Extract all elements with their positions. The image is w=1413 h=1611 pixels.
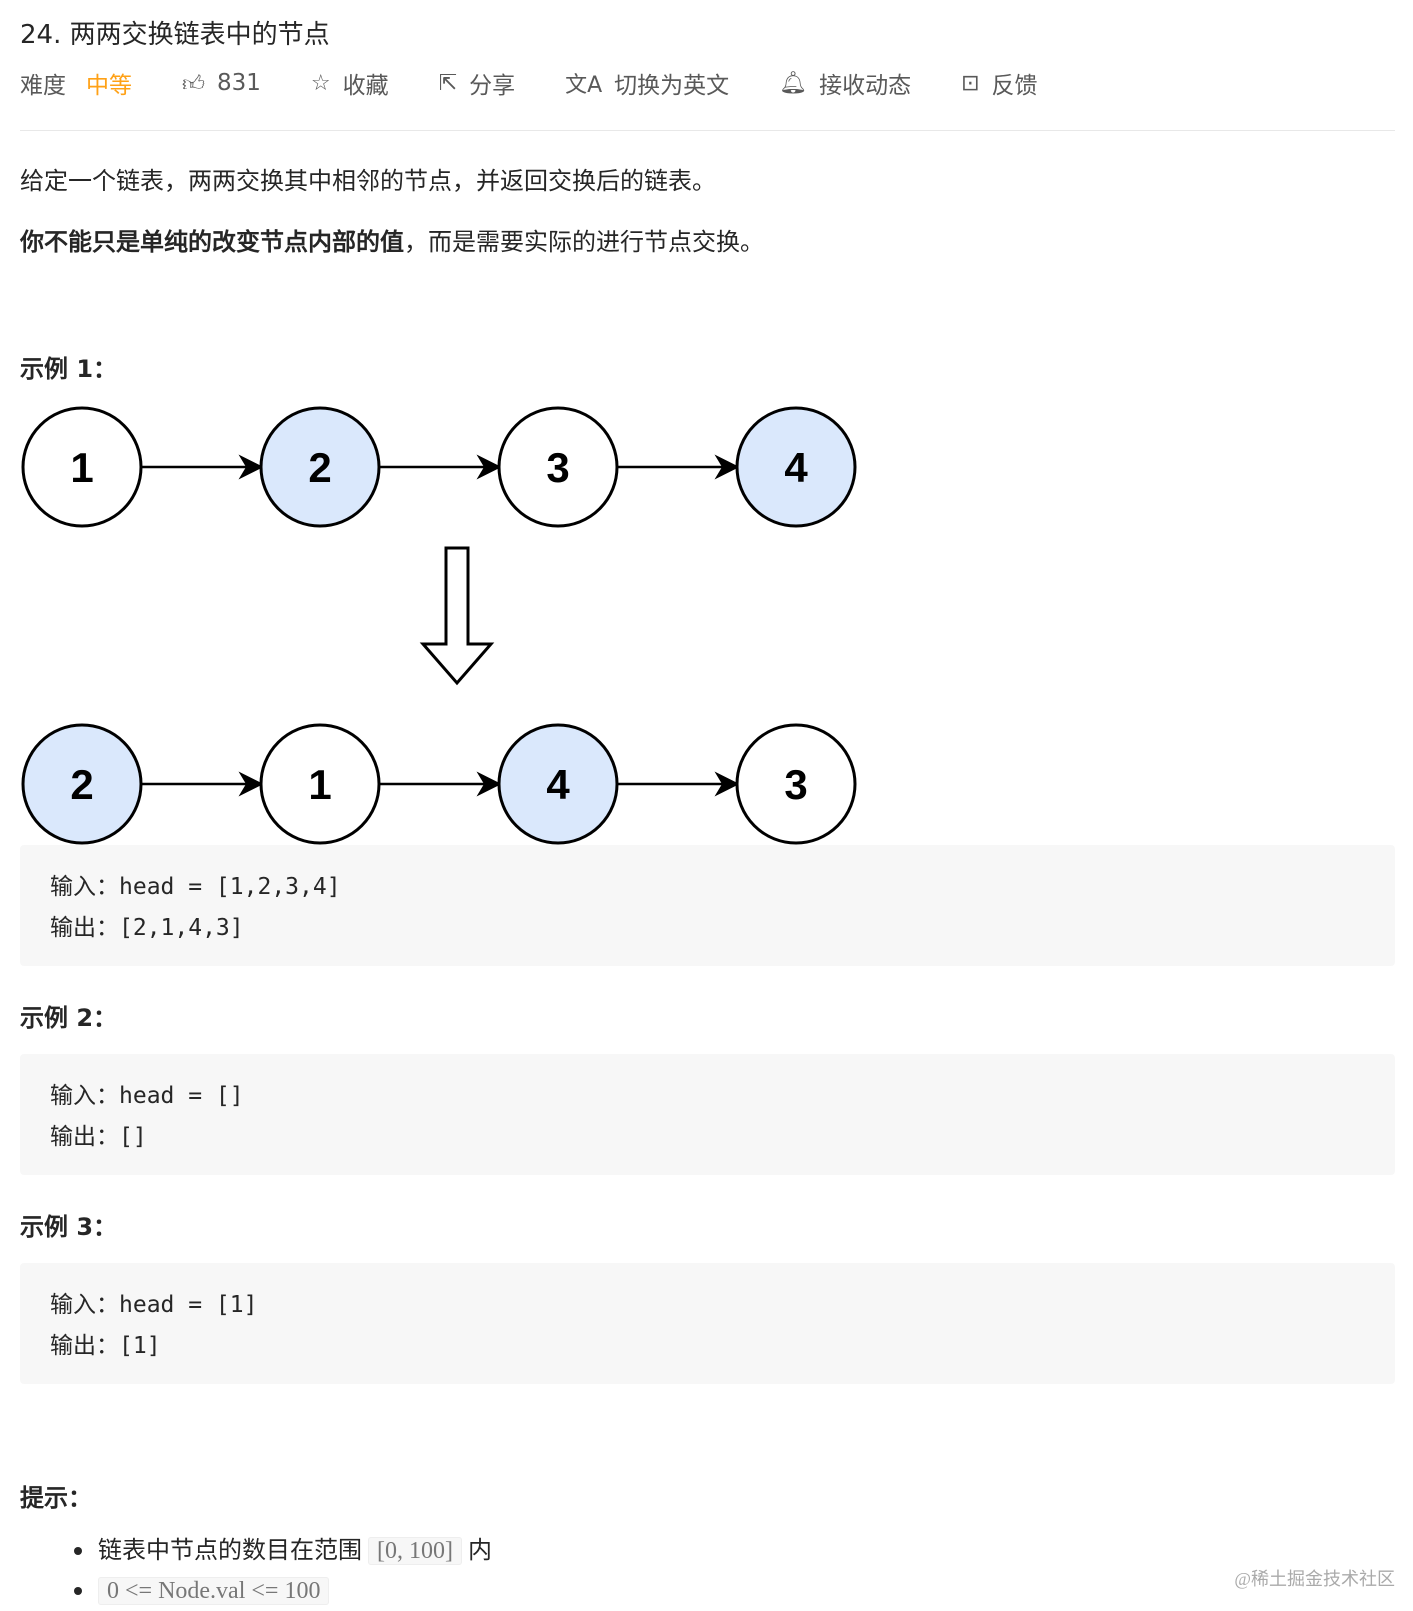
before-node: [497, 406, 619, 528]
example-1-input: 输入：head = [1,2,3,4]: [50, 874, 341, 900]
example-2-heading: 示例 2：: [20, 1004, 118, 1032]
example-3-heading: 示例 3：: [20, 1213, 118, 1241]
tip-text: 内: [467, 1536, 492, 1564]
favorite-label: 收藏: [342, 73, 389, 99]
divider: [20, 130, 1395, 131]
share-icon: ⇱: [438, 70, 458, 96]
before-node-label: 1: [70, 444, 93, 491]
example-1-code: 输入：head = [1,2,3,4] 输出：[2,1,4,3]: [20, 845, 1395, 966]
difficulty-label: 难度: [20, 73, 66, 99]
tip-code: [0, 100]: [368, 1537, 462, 1565]
switch-language-button[interactable]: 文A 切换为英文: [565, 66, 729, 100]
description-paragraph-1: 给定一个链表，两两交换其中相邻的节点，并返回交换后的链表。: [20, 167, 716, 195]
example-3-code: 输入：head = [1] 输出：[1]: [20, 1263, 1395, 1384]
example-3-output: 输出：[1]: [50, 1333, 161, 1359]
subscribe-label: 接收动态: [819, 73, 912, 99]
linked-list-diagram: 1 2 3 4 2 1 4 3: [21, 406, 857, 845]
after-node-label: 4: [546, 761, 570, 808]
like-button[interactable]: 👍︎ 831: [182, 70, 261, 97]
example-2-output: 输出：[]: [50, 1124, 147, 1150]
description-rest: ，而是需要实际的进行节点交换。: [404, 228, 764, 256]
difficulty: 难度 中等: [20, 66, 132, 100]
after-node: [735, 723, 857, 845]
like-count: 831: [217, 70, 261, 96]
feedback-button[interactable]: ⊡ 反馈: [961, 66, 1037, 100]
watermark: @稀土掘金技术社区: [1234, 1569, 1395, 1589]
tip-text: 链表中节点的数目在范围: [98, 1536, 362, 1564]
before-node: [259, 406, 381, 528]
feedback-label: 反馈: [991, 73, 1038, 99]
tips-heading: 提示：: [20, 1484, 92, 1512]
tip-code: 0 <= Node.val <= 100: [98, 1577, 330, 1605]
subscribe-button[interactable]: 🔔︎ 接收动态: [779, 66, 911, 100]
after-node-label: 3: [784, 761, 807, 808]
before-node-label: 3: [546, 444, 569, 491]
before-node: [21, 406, 143, 528]
example-2-code: 输入：head = [] 输出：[]: [20, 1054, 1395, 1175]
tips-list: 链表中节点的数目在范围[0, 100]内 0 <= Node.val <= 10…: [70, 1530, 492, 1610]
difficulty-value: 中等: [86, 73, 132, 99]
after-node: [497, 723, 619, 845]
bell-icon: 🔔︎: [779, 70, 808, 96]
problem-title: 24. 两两交换链表中的节点: [20, 20, 330, 50]
thumbs-up-icon: 👍︎: [182, 71, 205, 97]
feedback-icon: ⊡: [961, 70, 980, 96]
example-1-heading: 示例 1：: [20, 355, 118, 383]
description-bold: 你不能只是单纯的改变节点内部的值: [20, 228, 404, 256]
example-3-input: 输入：head = [1]: [50, 1292, 258, 1318]
before-node-label: 2: [308, 444, 331, 491]
problem-meta-bar: 难度 中等 👍︎ 831 ☆ 收藏 ⇱ 分享 文A 切换为英文 🔔︎ 接收动态 …: [20, 66, 1088, 100]
switch-language-label: 切换为英文: [614, 73, 730, 99]
after-node: [259, 723, 381, 845]
tip-item: 链表中节点的数目在范围[0, 100]内: [70, 1530, 492, 1570]
down-arrow: [419, 546, 495, 686]
after-node: [21, 723, 143, 845]
favorite-button[interactable]: ☆ 收藏: [311, 66, 389, 100]
after-node-label: 1: [308, 761, 331, 808]
translate-icon: 文A: [565, 73, 603, 98]
after-node-label: 2: [70, 761, 93, 808]
tip-item: 0 <= Node.val <= 100: [70, 1570, 492, 1610]
star-icon: ☆: [310, 70, 331, 96]
example-1-output: 输出：[2,1,4,3]: [50, 915, 244, 941]
share-button[interactable]: ⇱ 分享: [439, 66, 515, 100]
share-label: 分享: [469, 73, 516, 99]
description-paragraph-2: 你不能只是单纯的改变节点内部的值，而是需要实际的进行节点交换。: [20, 222, 764, 257]
before-node: [735, 406, 857, 528]
example-2-input: 输入：head = []: [50, 1083, 244, 1109]
before-node-label: 4: [784, 444, 808, 491]
